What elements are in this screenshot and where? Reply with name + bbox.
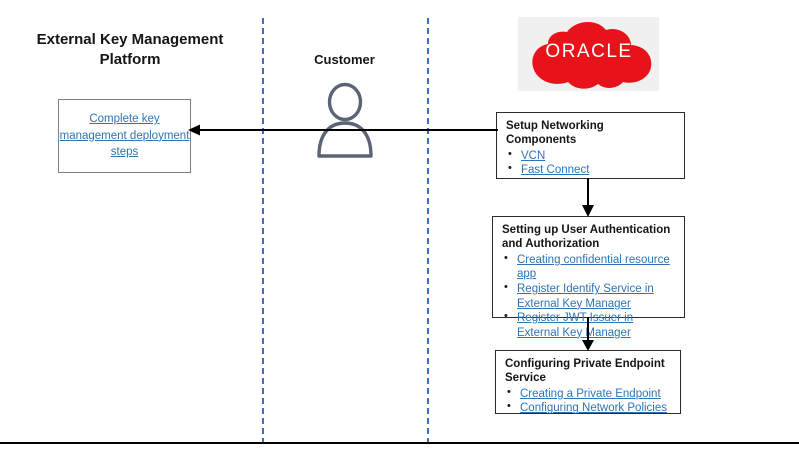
setup-networking-box: Setup Networking Components VCN Fast Con… (496, 112, 685, 179)
list-item[interactable]: Creating a Private Endpoint (505, 386, 673, 402)
oracle-cloud-icon (532, 21, 652, 89)
complete-key-management-link[interactable]: Complete key management deployment steps (59, 112, 190, 159)
page-title: External Key Management Platform (36, 31, 224, 69)
arrow-oracle-to-platform (188, 124, 498, 136)
list-item[interactable]: Register Identify Service in External Ke… (502, 281, 677, 311)
private-endpoint-box: Configuring Private Endpoint Service Cre… (495, 350, 681, 414)
arrow-networking-to-auth (582, 178, 594, 217)
link-register-jwt-issuer[interactable]: Register JWT Issuer in External Key Mana… (517, 312, 634, 339)
box-heading: Setting up User Authentication and Autho… (502, 224, 671, 251)
link-fast-connect[interactable]: Fast Connect (521, 164, 590, 177)
bullet-list: Creating confidential resource app Regis… (502, 252, 677, 341)
link-vcn[interactable]: VCN (521, 149, 546, 162)
box-heading: Configuring Private Endpoint Service (505, 358, 665, 385)
swimlane-divider-right (427, 18, 429, 444)
bullet-list: Creating a Private Endpoint Configuring … (505, 386, 673, 416)
list-item[interactable]: VCN (506, 148, 677, 164)
user-authentication-box: Setting up User Authentication and Autho… (492, 216, 685, 339)
list-item[interactable]: Creating confidential resource app (502, 252, 677, 282)
list-item[interactable]: Configuring Network Policies (505, 400, 673, 416)
platform-deployment-box[interactable]: Complete key management deployment steps (58, 99, 191, 173)
customer-lane-label: Customer (314, 52, 375, 67)
customer-person-icon (317, 82, 373, 158)
link-confidential-resource-app[interactable]: Creating confidential resource app (517, 253, 670, 281)
bottom-divider-line (0, 442, 799, 444)
bullet-list: VCN Fast Connect (506, 148, 677, 178)
link-creating-private-endpoint[interactable]: Creating a Private Endpoint (520, 387, 661, 400)
list-item[interactable]: Fast Connect (506, 162, 677, 178)
box-heading: Setup Networking Components (506, 120, 604, 147)
link-register-identify-service[interactable]: Register Identify Service in External Ke… (517, 282, 654, 310)
link-configuring-network-policies[interactable]: Configuring Network Policies (520, 402, 668, 415)
list-item[interactable]: Register JWT Issuer in External Key Mana… (502, 310, 677, 340)
arrow-auth-to-endpoint (582, 317, 594, 351)
swimlane-divider-left (262, 18, 264, 444)
